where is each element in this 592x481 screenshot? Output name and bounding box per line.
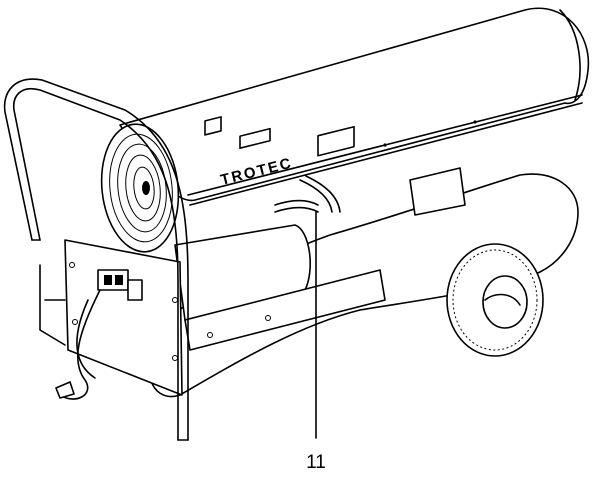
control-panel	[64, 239, 183, 396]
handle-frame	[3, 78, 189, 441]
fuel-connection	[239, 125, 466, 216]
main-cylinder	[119, 7, 590, 206]
rear-wheel	[446, 243, 544, 357]
callout-label-11: 11	[306, 452, 326, 473]
panel-screw	[265, 315, 271, 321]
power-cable	[55, 289, 101, 400]
panel-screw	[207, 332, 213, 338]
